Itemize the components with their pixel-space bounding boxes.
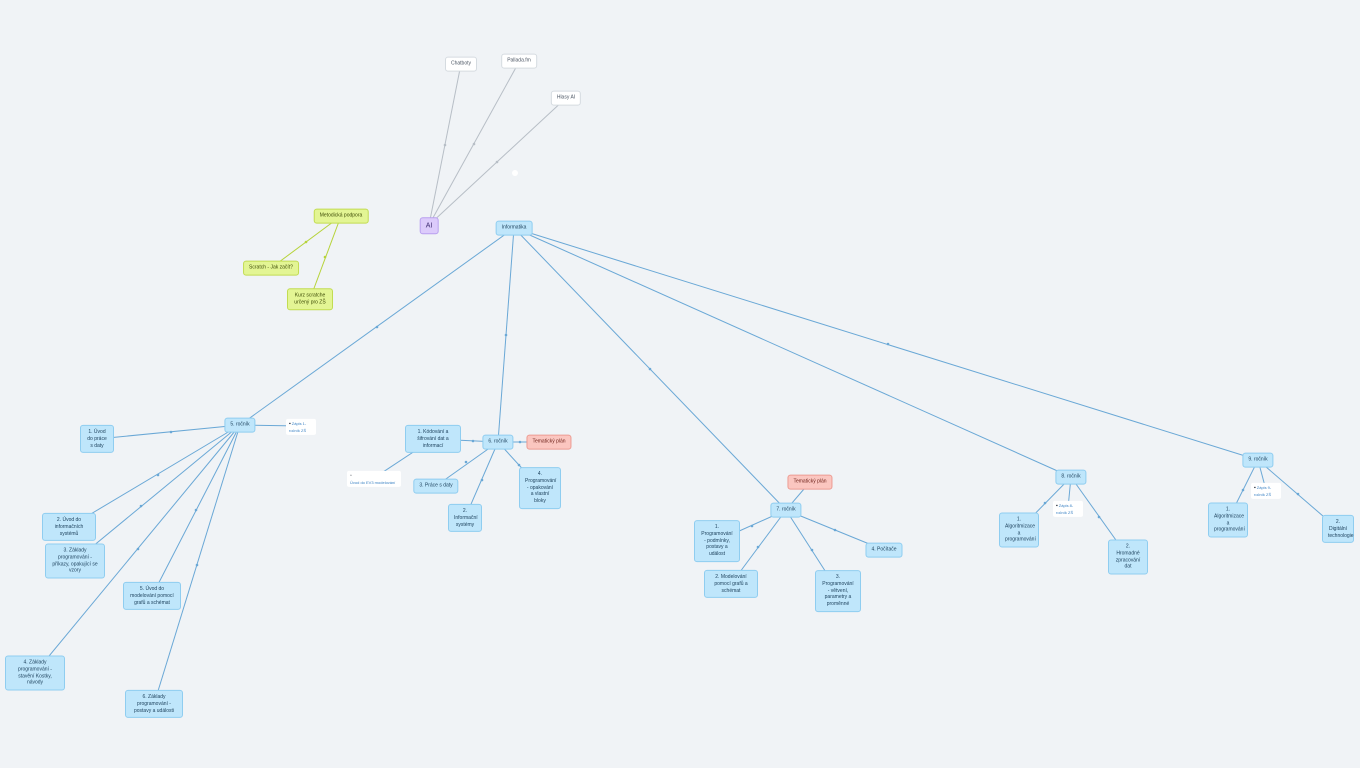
node-hlasy[interactable]: Hlasy AI (550, 90, 582, 106)
node-r5-uvod-modelovani[interactable]: 5. Úvod do modelování pomocí grafů a sch… (123, 581, 181, 611)
link-6-uvod-ev3[interactable]: ▫Úvod do EV3 modelování (347, 470, 401, 488)
node-r6-kodovani-sifrovani[interactable]: 1. Kódování a šifrování dat a informací (405, 424, 461, 454)
node-r8-hromadne-zpracovani[interactable]: 2. Hromadné zpracování dat (1108, 539, 1148, 575)
node-r7-pocitace[interactable]: 4. Počítače (865, 542, 903, 558)
edge-r5-2 (68, 424, 241, 528)
node-5-rocnik[interactable]: 5. ročník (224, 417, 256, 433)
node-r5-uvod-informacni-systemy[interactable]: 2. Úvod do informačních systémů (42, 512, 96, 542)
node-r9-digitalni-technologie[interactable]: 2. Digitální technologie (1322, 514, 1354, 544)
edge-r5-3 (74, 424, 241, 562)
node-r9-algoritmizace[interactable]: 1. Algoritmizace a programování (1208, 502, 1248, 538)
node-r5-zaklady-programovani-postavy[interactable]: 6. Základy programování - postavy a udál… (125, 689, 183, 719)
node-r7-programovani-podminky[interactable]: 1. Programování - podmínky, postavy a ud… (694, 520, 740, 562)
node-r8-algoritmizace[interactable]: 1. Algoritmizace a programování (999, 512, 1039, 548)
node-6-rocnik[interactable]: 6. ročník (482, 434, 514, 450)
canvas-anchor-dot (512, 170, 518, 176)
node-7-tematicky-plan[interactable]: Tematický plán (787, 474, 833, 490)
node-6-tematicky-plan[interactable]: Tematický plán (526, 434, 572, 450)
node-chatbots[interactable]: Chatboty (444, 56, 478, 72)
node-r6-prace-s-daty[interactable]: 3. Práce s daty (413, 478, 459, 494)
node-ai[interactable]: AI (419, 217, 439, 235)
node-kurz-scratche[interactable]: Kurz scratche určený pro ZŠ (287, 288, 333, 310)
node-informatika[interactable]: Informatika (495, 220, 533, 236)
edge-r5-1 (96, 424, 241, 440)
node-r5-zaklady-programovani-prikazy[interactable]: 3. Základy programování - příkazy, opaku… (45, 543, 105, 579)
link-icon: ▪ (1254, 484, 1256, 491)
document-icon: ▫ (350, 472, 352, 479)
node-9-rocnik[interactable]: 9. ročník (1242, 452, 1274, 468)
link-5-rocnik-zapis[interactable]: ▪Zápis 1-ročník ZŠ (286, 418, 316, 436)
edge-informatika-r9 (513, 227, 1259, 461)
node-7-rocnik[interactable]: 7. ročník (770, 502, 802, 518)
node-8-rocnik[interactable]: 8. ročník (1055, 469, 1087, 485)
link-8-rocnik-zapis[interactable]: ▪Zápis 8-ročník ZŠ (1053, 500, 1083, 518)
node-r6-programovani-opakovani[interactable]: 4. Programování - opakování a vlastní bl… (519, 467, 561, 509)
support-connectors (270, 215, 342, 300)
node-r5-uvod-prace-s-daty[interactable]: 1. Úvod do práce s daty (80, 424, 114, 454)
link-icon: ▪ (289, 420, 291, 427)
node-metodicka-podpora[interactable]: Metodická podpora (313, 208, 369, 224)
edge-handles (136, 325, 1300, 567)
edge-informatika-r8 (513, 227, 1072, 478)
link-9-rocnik-zapis[interactable]: ▪Zápis 9-ročník ZŠ (1251, 482, 1281, 500)
link-icon: ▪ (1056, 502, 1058, 509)
node-r7-programovani-vetveni[interactable]: 3. Programování - větvení, parametry a p… (815, 570, 861, 612)
node-pallada[interactable]: Pallada.fm (501, 53, 537, 69)
node-r6-informacni-systemy[interactable]: 2. Informační systémy (448, 503, 482, 533)
node-scratch-jak-zacit[interactable]: Scratch - Jak začít? (243, 260, 299, 276)
curriculum-connectors (34, 227, 1339, 705)
node-r5-zaklady-programovani-kostky[interactable]: 4. Základy programování - stavění Kostky… (5, 655, 65, 691)
ai-connectors (428, 61, 567, 226)
node-r7-modelovani-grafu[interactable]: 2. Modelování pomocí grafů a schémat (704, 569, 758, 599)
